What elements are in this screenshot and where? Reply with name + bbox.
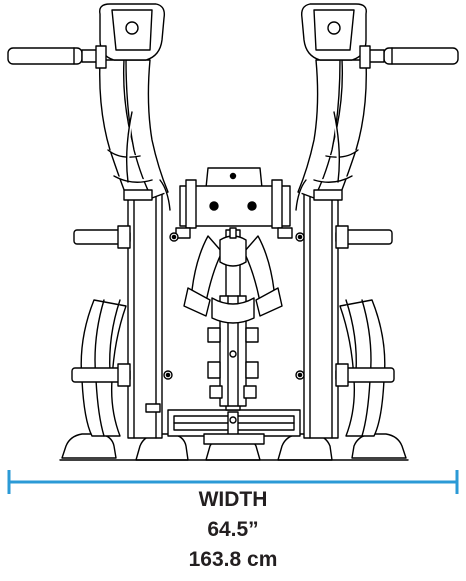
left-lower-weight-horn bbox=[71, 363, 173, 387]
seat-assembly bbox=[183, 227, 283, 324]
left-upright bbox=[127, 181, 163, 439]
machine-front-view-drawing bbox=[7, 3, 459, 461]
left-handle bbox=[7, 45, 107, 69]
top-pivot-plate bbox=[175, 167, 293, 239]
right-handle bbox=[359, 45, 459, 69]
right-upper-weight-horn bbox=[295, 225, 393, 249]
dimension-imperial-value: 64.5” bbox=[207, 518, 259, 541]
right-lever-arm bbox=[297, 3, 367, 201]
right-lower-weight-horn bbox=[295, 363, 395, 387]
width-dimension-line bbox=[7, 470, 459, 494]
left-upper-weight-horn bbox=[73, 225, 179, 249]
left-lever-arm bbox=[99, 3, 169, 201]
side-braces bbox=[125, 111, 341, 413]
dimension-title: WIDTH bbox=[198, 488, 268, 511]
dimension-metric-value: 163.8 cm bbox=[188, 548, 278, 571]
right-upright bbox=[303, 181, 339, 439]
